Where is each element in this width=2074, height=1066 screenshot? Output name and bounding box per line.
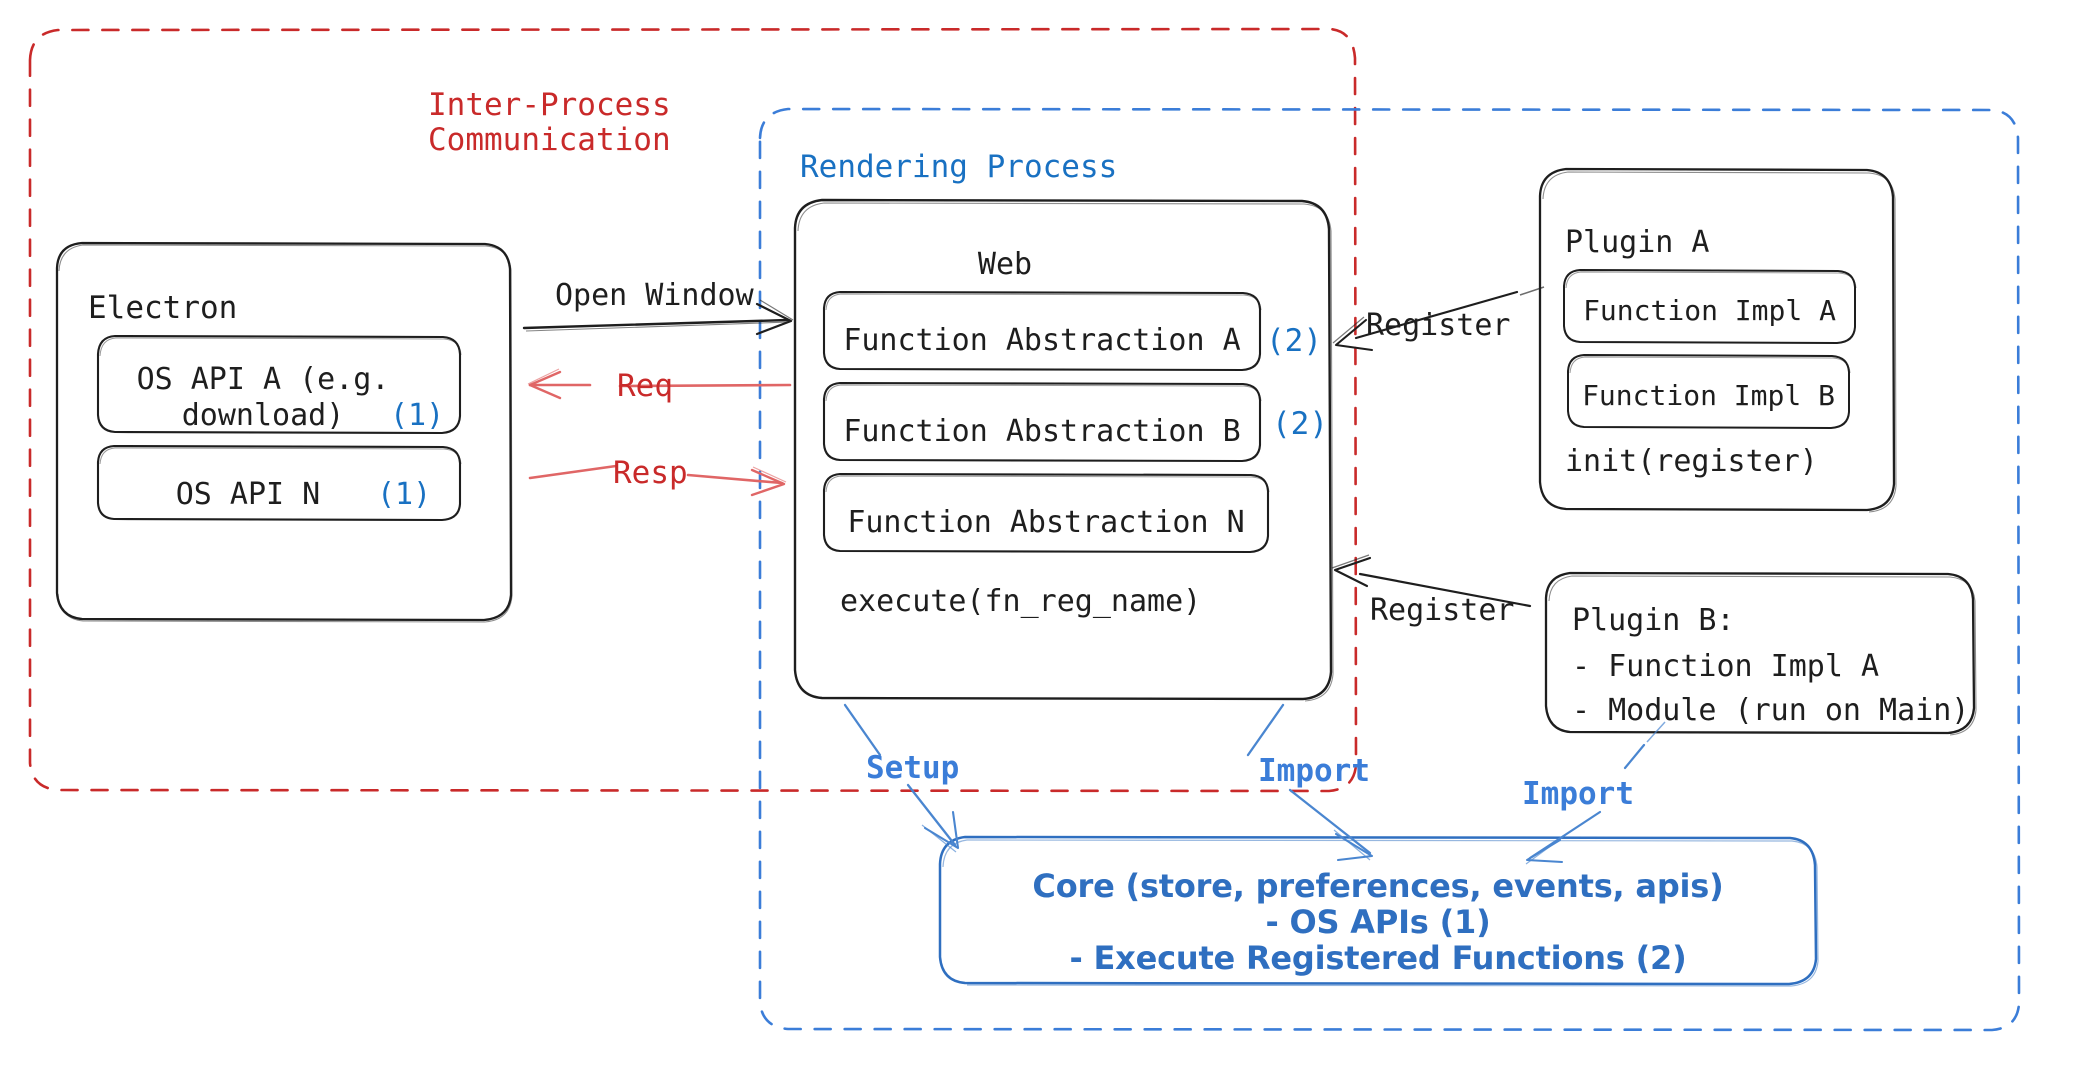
arrow-label-import-plugin-b: Import [1522,776,1634,812]
function-abstraction-n-label: Function Abstraction N [847,505,1245,540]
rendering-process-group-border [758,107,2021,1032]
arrow-label-register-bottom: Register [1370,593,1515,628]
function-abstraction-n-box-border [822,472,1270,554]
function-abstraction-a-label: Function Abstraction A [843,323,1241,358]
os-api-a-ref: (1) [390,398,445,433]
plugin-a-function-impl-a-label: Function Impl A [1583,294,1836,327]
plugin-a-init-label: init(register) [1565,444,1818,479]
os-api-a-label-line1: OS API A (e.g. [136,362,390,397]
arrow-resp [528,464,787,497]
arrow-register-bottom [1331,554,1532,608]
arrow-label-import-web: Import [1258,753,1370,789]
os-api-n-label: OS API N [175,477,321,512]
arrow-label-open-window: Open Window [555,278,754,313]
function-abstraction-b-label: Function Abstraction B [843,414,1241,449]
arrow-import-plugin-b [1525,721,1666,865]
arrow-open-window [522,299,794,336]
function-impl-b-box-border [1567,354,1851,429]
plugin-a-function-impl-b-label: Function Impl B [1582,379,1835,412]
arrow-req [527,368,792,400]
os-api-n-ref: (1) [377,477,432,512]
web-title: Web [977,247,1033,282]
arrow-setup [843,703,960,853]
ipc-group-border [28,27,1358,793]
function-abstraction-a-box-border [822,290,1262,372]
arrow-register-top [1332,286,1545,352]
rendering-process-label: Rendering Process [800,149,1118,185]
os-api-a-label-line2: download) [181,398,345,433]
electron-title: Electron [88,290,238,326]
web-execute-label: execute(fn_reg_name) [840,584,1202,619]
function-abstraction-b-ref: (2) [1272,406,1328,442]
arrow-import-web [1246,703,1374,862]
plugin-b-title: Plugin B: [1572,603,1735,638]
core-line-1: Core (store, preferences, events, apis) [1032,867,1724,905]
arrow-label-resp: Resp [613,455,688,491]
function-abstraction-b-box-border [822,381,1262,463]
arrow-label-req: Req [617,368,673,404]
plugin-b-item-0: - Function Impl A [1572,649,1880,684]
core-line-2: - OS APIs (1) [1265,903,1491,941]
arrow-label-register-top: Register [1366,308,1511,343]
plugin-b-box-border [1544,571,1977,736]
function-impl-a-box-border [1563,269,1857,344]
core-line-3: - Execute Registered Functions (2) [1069,939,1687,977]
function-abstraction-a-ref: (2) [1266,323,1322,359]
os-api-n-box-border [96,444,462,522]
arrow-label-setup: Setup [866,750,960,786]
os-api-a-box-border [96,334,462,435]
plugin-b-item-1: - Module (run on Main) [1572,693,1970,728]
ipc-group-label-line2: Communication [428,122,671,158]
ipc-group-label-line1: Inter-Process [428,87,671,123]
plugin-a-title: Plugin A [1565,225,1710,260]
